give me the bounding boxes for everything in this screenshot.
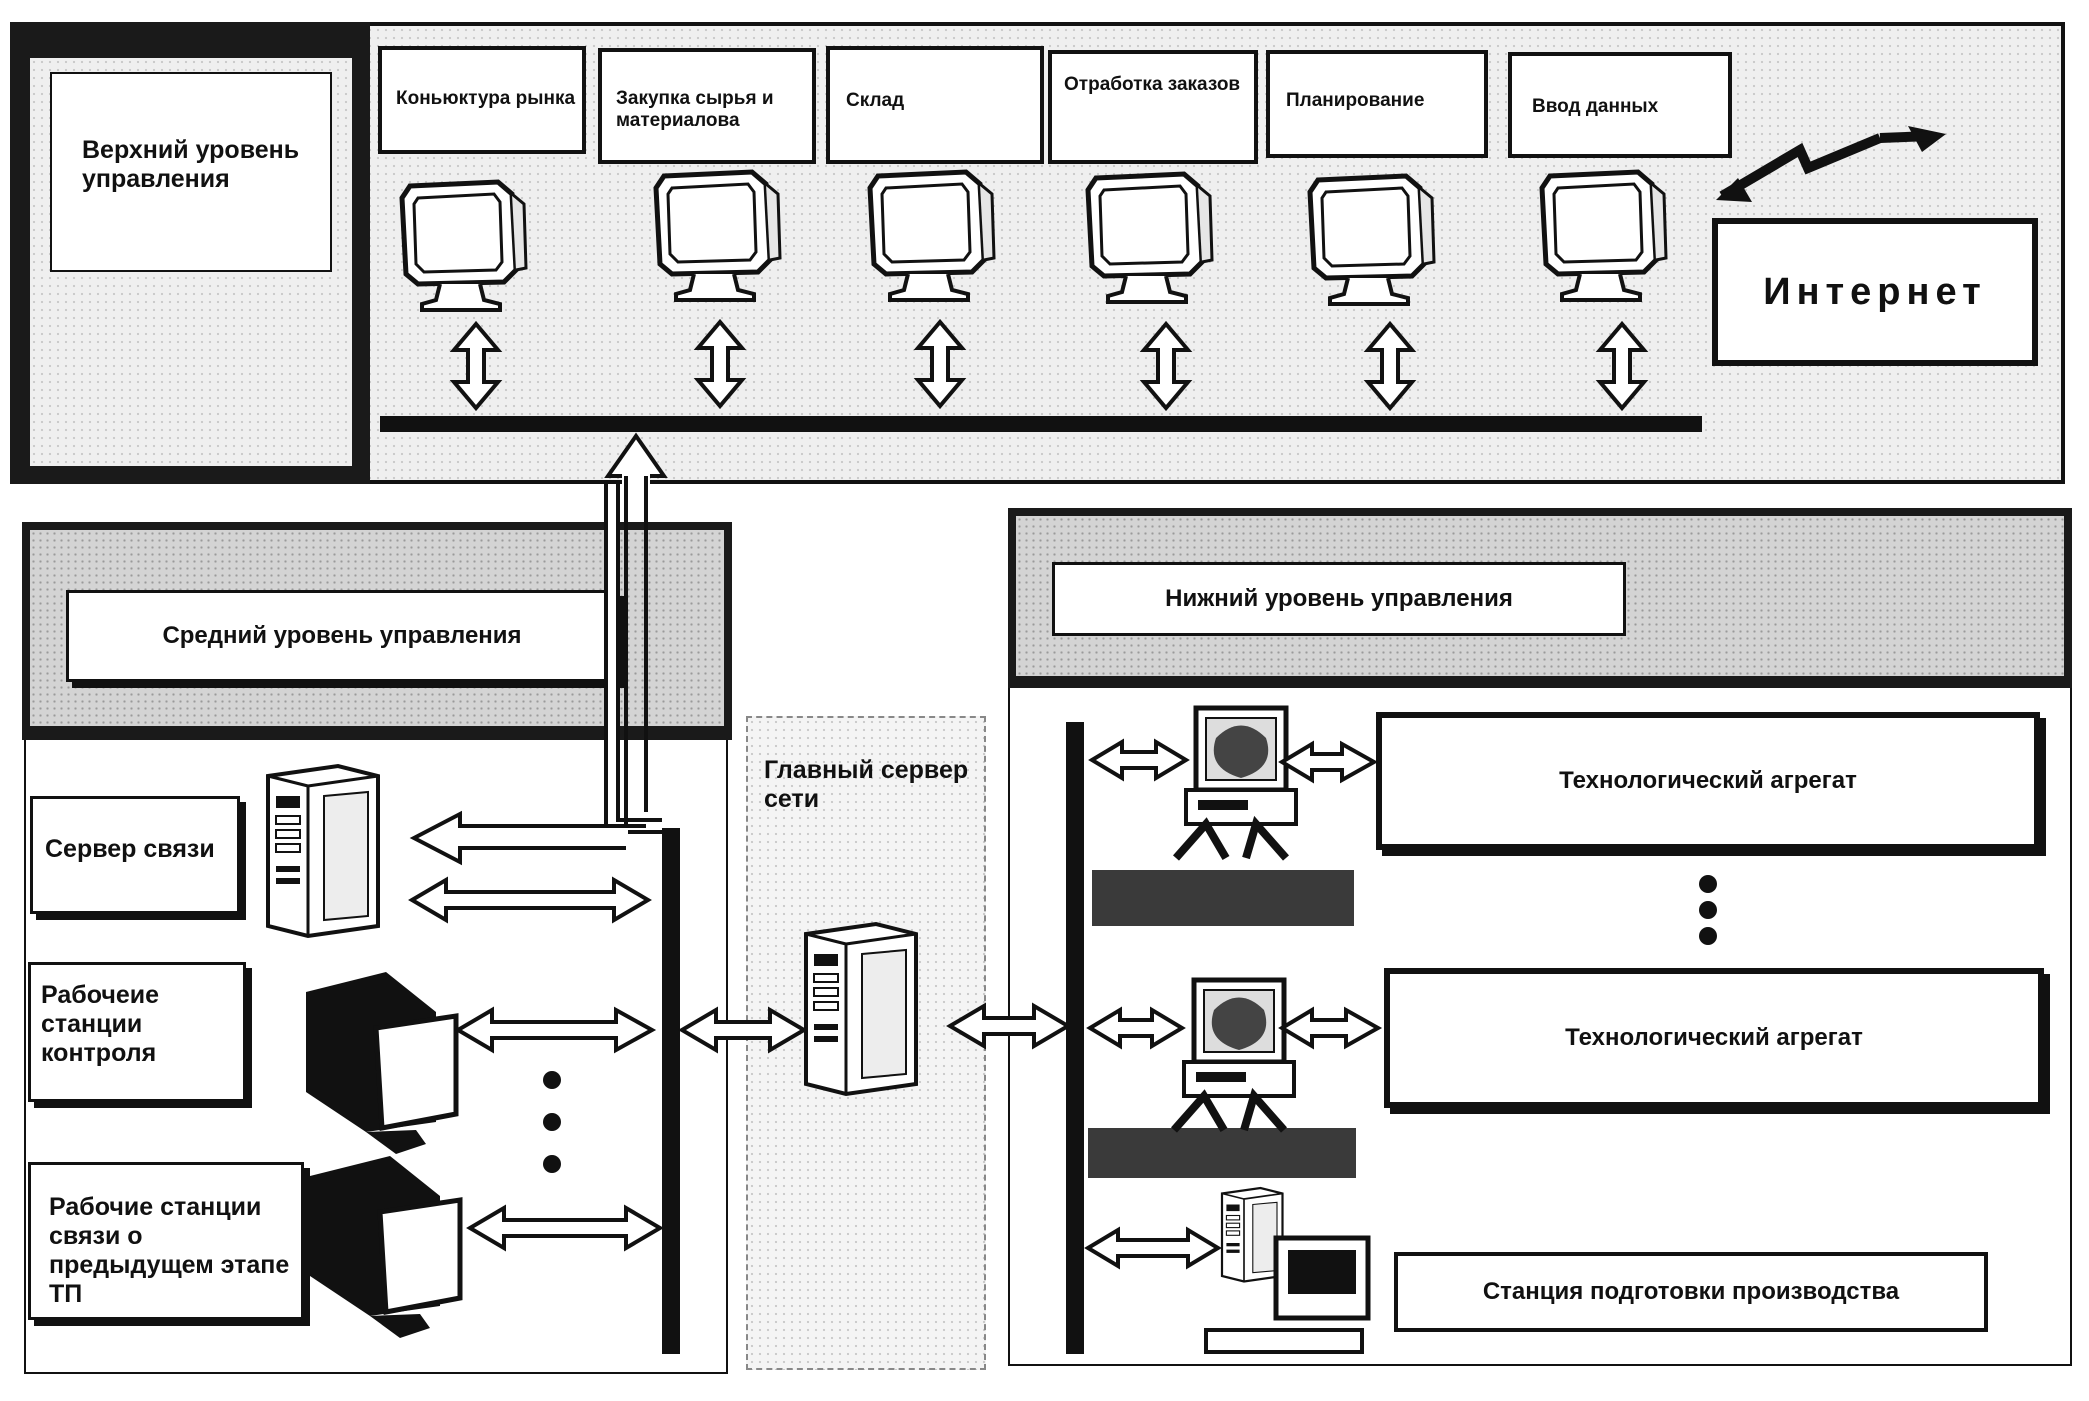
bottom-level-title: Нижний уровень управления (1052, 562, 1626, 636)
main-server-column (746, 716, 986, 1370)
horizontal-link-arrow (1084, 1226, 1222, 1270)
vertical-link-arrow (452, 322, 500, 410)
monitor-icon (656, 172, 780, 300)
horizontal-link-arrow (1088, 738, 1190, 782)
tech-unit-box: Технологический агрегат (1384, 968, 2044, 1108)
vertical-link-arrow (1598, 322, 1646, 410)
control-stations-label: Рабочеие станции контроля (28, 962, 246, 1102)
department-label: Закупка сырья и материалова (616, 88, 774, 131)
middle-level-title-text: Средний уровень управления (162, 622, 522, 649)
control-stations-text: Рабочеие станции контроля (41, 981, 160, 1067)
top-level-title: Верхний уровень управления (50, 72, 332, 272)
prod-prep-station-label: Станция подготовки производства (1482, 1278, 1900, 1305)
operator-workstation-icon (1176, 708, 1296, 858)
bottom-network-bus (1066, 722, 1084, 1354)
horizontal-link-arrow (408, 876, 652, 924)
vertical-link-arrow (696, 320, 744, 408)
monitor-icon (1088, 174, 1212, 302)
tech-unit-label: Технологический агрегат (1559, 767, 1857, 794)
horizontal-link-arrow (1278, 740, 1379, 784)
prev-stage-stations-label: Рабочие станции связи о предыдущем этапе… (28, 1162, 304, 1320)
horizontal-link-arrow (678, 1006, 808, 1054)
horizontal-link-arrow (946, 1002, 1072, 1050)
control-station-monitor-icon (306, 972, 456, 1154)
middle-network-bus (662, 828, 680, 1354)
prep-station-computer-icon (1204, 1186, 1371, 1354)
tech-unit-box: Технологический агрегат (1376, 712, 2040, 850)
middle-to-top-uplink (409, 432, 668, 866)
department-label: Ввод данных (1532, 96, 1659, 117)
monitor-icon (402, 182, 526, 310)
internet-link-arrow (1716, 126, 1946, 202)
monitor-icon (1542, 172, 1666, 300)
vertical-link-arrow (1142, 322, 1190, 410)
top-network-bus (380, 416, 1702, 432)
horizontal-link-arrow (466, 1204, 664, 1252)
internet-box: Интернет (1712, 218, 2038, 366)
department-box: Коньюктура рынка (378, 46, 586, 154)
main-server-text: Главный сервер сети (764, 756, 969, 813)
department-label: Коньюктура рынка (396, 88, 576, 109)
horizontal-link-arrow (1278, 1006, 1383, 1050)
main-server-tower-icon (804, 922, 918, 1096)
vertical-link-arrow (916, 320, 964, 408)
operator-workstation-icon (1174, 980, 1294, 1130)
monitor-icon (1310, 176, 1434, 304)
main-server-label: Главный сервер сети (764, 756, 974, 814)
top-level-title-text: Верхний уровень управления (82, 136, 300, 193)
comm-server-label: Сервер связи (30, 796, 240, 914)
department-box: Закупка сырья и материалова (598, 48, 816, 164)
monitor-icon (870, 172, 994, 300)
comm-server-text: Сервер связи (45, 835, 215, 863)
department-box: Отработка заказов (1048, 50, 1258, 164)
department-label: Склад (846, 90, 905, 111)
internet-label: Интернет (1763, 270, 1987, 313)
prev-stage-stations-text: Рабочие станции связи о предыдущем этапе… (49, 1193, 290, 1308)
department-box: Планирование (1266, 50, 1488, 158)
department-box: Ввод данных (1508, 52, 1732, 158)
department-label: Отработка заказов (1064, 74, 1241, 95)
department-label: Планирование (1286, 90, 1425, 111)
operator-panel-band (1092, 870, 1354, 926)
horizontal-link-arrow (454, 1006, 657, 1054)
tech-unit-label: Технологический агрегат (1565, 1024, 1863, 1051)
prev-stage-monitor-icon (310, 1156, 460, 1338)
bottom-level-title-text: Нижний уровень управления (1165, 585, 1513, 612)
comm-server-tower-icon (266, 764, 380, 938)
middle-level-title: Средний уровень управления (66, 590, 618, 682)
horizontal-link-arrow (1086, 1006, 1186, 1050)
operator-panel-band (1088, 1128, 1356, 1178)
department-box: Склад (826, 46, 1044, 164)
vertical-link-arrow (1366, 322, 1414, 410)
prod-prep-station-box: Станция подготовки производства (1394, 1252, 1988, 1332)
